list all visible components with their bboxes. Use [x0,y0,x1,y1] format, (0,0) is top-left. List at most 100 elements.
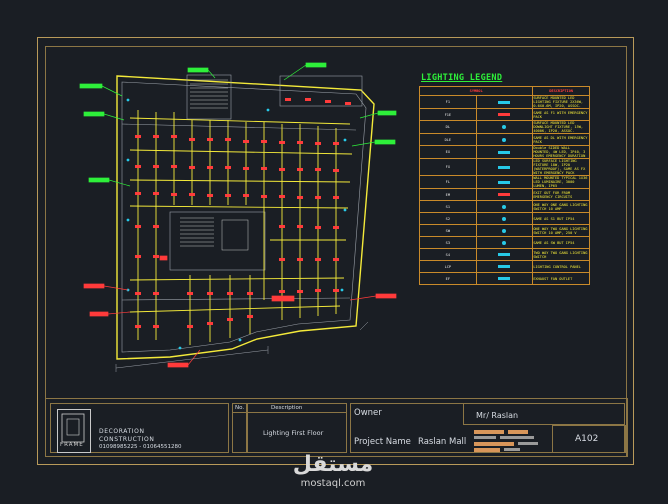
stamp-bar [474,436,496,439]
fan-symbol-icon [475,272,534,285]
downlight-symbol-icon [475,120,534,134]
project-name-value: Raslan Mall [418,437,467,447]
sheet-number-box [552,425,626,453]
legend-row: S3 SAME AS SW BUT IP54 [419,236,590,249]
watermark: مستقل mostaql.com [288,452,378,489]
company-line-2: CONSTRUCTION [99,436,155,443]
legend-code: SW [419,224,477,237]
sheet-number: A102 [575,434,599,444]
lighting-circuits [129,110,353,345]
legend-description: SURFACE MOUNTED LED DOWNLIGHT FIXTURE, 1… [532,120,590,134]
revision-cell: No. Description Lighting First Floor [232,403,347,453]
switch-symbol-icon [475,200,534,213]
switch-symbol-icon [475,248,534,261]
legend-code: S3 [419,236,477,249]
owner-value-box [463,403,625,425]
revision-header [232,403,347,413]
company-phones: 01098985225 - 01064551280 [99,444,182,450]
revision-description-header: Description [271,405,303,411]
legend-description: ONE WAY ONE GANG LIGHTING SWITCH 10 AMP [532,200,590,213]
legend-row: LCP LIGHTING CONTROL PANEL [419,260,590,273]
revision-divider [246,403,248,453]
switch-devices [126,98,347,350]
stamp-bar [474,430,504,434]
stair-block-north [190,79,228,109]
legend-code: DLE [419,133,477,146]
legend-code: F1 [419,95,477,109]
legend-description: SURFACE MOUNTED LED LIGHTING FIXTURE 2X3… [532,95,590,109]
revision-no-header: No. [235,405,245,411]
company-logo: FRAME [57,409,91,453]
legend-description: EXHAUST FAN OUTLET [532,272,590,285]
panel-tags-red [83,255,397,368]
owner-label: Owner [354,408,382,418]
legend-row: DL SURFACE MOUNTED LED DOWNLIGHT FIXTURE,… [419,120,590,134]
legend-description: ONE WAY TWO GANG LIGHTING SWITCH 10 AMP,… [532,224,590,237]
legend-description: SAME AS SW BUT IP54 [532,236,590,249]
legend-row: S1 ONE WAY ONE GANG LIGHTING SWITCH 10 AM… [419,200,590,213]
legend-row: F1E SAME AS F1 WITH EMERGENCY PACK [419,108,590,121]
project-cell: Owner Mr/ Raslan Project Name Raslan Mal… [350,403,626,453]
legend-description: SAME AS DL WITH EMERGENCY PACK [532,133,590,146]
legend-code: EM [419,188,477,201]
legend-title: LIGHTING LEGEND [421,73,503,83]
fixture-symbol-icon [475,95,534,109]
stamp-bar [474,442,514,446]
switch-symbol-icon [475,212,534,225]
fixture-symbol-icon [475,158,534,176]
legend-row: S2 SAME AS S1 BUT IP54 [419,212,590,225]
exit-sign-icon [475,145,534,159]
legend-code: FX [419,158,477,176]
legend-header-description: DESCRIPTION [532,86,590,96]
owner-value: Mr/ Raslan [476,411,519,420]
stamp-bar [504,448,520,451]
legend-description: SAME AS F1 WITH EMERGENCY PACK [532,108,590,121]
legend-code: S1 [419,200,477,213]
wall-lines [121,74,367,353]
logo-text: FRAME [60,442,84,448]
company-line-1: DECORATION [99,428,145,435]
legend-row: EX Double SIDED WALL MOUNTED, 4W LED, IP4… [419,145,590,159]
legend-description: LED SURFACE LIGHTING FIXTURE 18W, IP20 (… [532,158,590,176]
legend-row: DLE SAME AS DL WITH EMERGENCY PACK [419,133,590,146]
legend-row: F1 SURFACE MOUNTED LED LIGHTING FIXTURE 2… [419,95,590,109]
legend-header-symbol: SYMBOL [418,86,534,96]
legend-row: EF EXHAUST FAN OUTLET [419,272,590,285]
company-cell: FRAME DECORATION CONSTRUCTION 0109898522… [50,403,229,453]
stamp-bar [500,436,534,439]
legend-description: Double SIDED WALL MOUNTED, 4W LED, IP40,… [532,145,590,159]
legend-description: SAME AS S1 BUT IP54 [532,212,590,225]
floor-outline [116,75,375,360]
legend-code: F1E [419,108,477,121]
legend-code: EX [419,145,477,159]
stamp-bar [518,442,538,445]
dimension-lines [115,321,369,372]
title-block: FRAME DECORATION CONSTRUCTION 0109898522… [45,398,628,457]
switch-symbol-icon [475,224,534,237]
project-name-label: Project Name [354,437,411,447]
legend-description: WALL MOUNTED TYPICAL 1X36 LED LUMINAIRE,… [532,175,590,189]
fixture-symbol-icon [475,108,534,121]
watermark-url: mostaql.com [300,478,366,489]
panel-symbol-icon [475,260,534,273]
legend-description: LIGHTING CONTROL PANEL [532,260,590,273]
stamp-bar [508,430,528,434]
logo-frame-icon [61,413,85,443]
legend-row: FX LED SURFACE LIGHTING FIXTURE 18W, IP20… [419,158,590,176]
legend-code: S2 [419,212,477,225]
legend-description: EXIT OUT FOR FROM EMERGENCY CIRCUITS [532,188,590,201]
legend-row: S4 TWO WAY TWO GANG LIGHTING SWITCH [419,248,590,261]
legend-description: TWO WAY TWO GANG LIGHTING SWITCH [532,248,590,261]
legend-code: DL [419,120,477,134]
legend-row: EM EXIT OUT FOR FROM EMERGENCY CIRCUITS [419,188,590,201]
legend-code: LCP [419,260,477,273]
legend-row: FL WALL MOUNTED TYPICAL 1X36 LED LUMINAIR… [419,175,590,189]
legend-code: S4 [419,248,477,261]
stamp-bar [474,448,500,452]
legend-code: FL [419,175,477,189]
legend-row: SW ONE WAY TWO GANG LIGHTING SWITCH 10 AM… [419,224,590,237]
legend-code: EF [419,272,477,285]
